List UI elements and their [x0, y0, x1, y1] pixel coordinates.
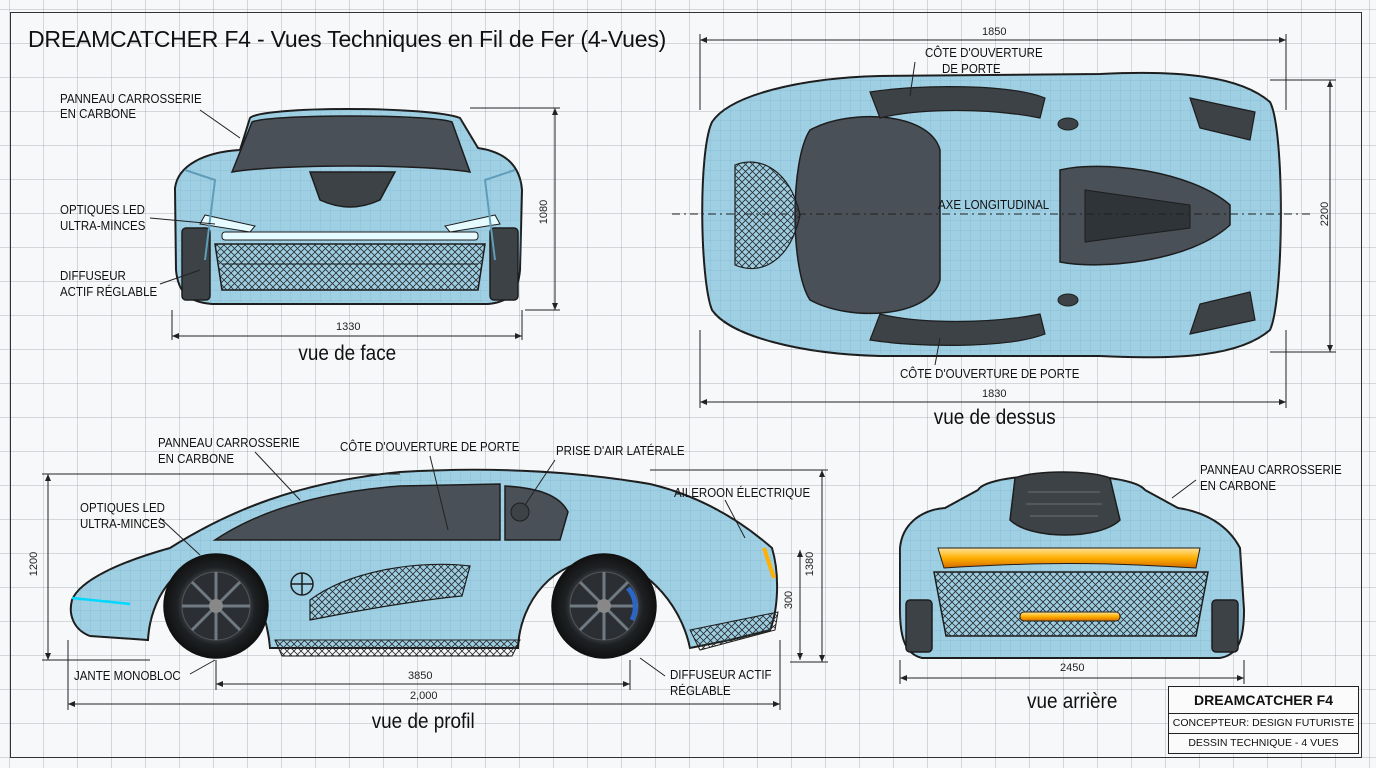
- top-label-door-l2: DE PORTE: [942, 62, 1001, 76]
- side-label-wheel: JANTE MONOBLOC: [74, 669, 181, 683]
- top-label-door-l1: CÔTE D'OUVERTURE: [925, 46, 1043, 60]
- top-dim-top: 1850: [982, 26, 1007, 38]
- front-view-car: [173, 108, 524, 305]
- front-label-led-l2: ULTRA-MINCES: [60, 219, 146, 233]
- front-label-carbon-l1: PANNEAU CARROSSERIE: [60, 92, 202, 106]
- sheet-border: [10, 12, 1362, 758]
- front-label-diffuser-l2: ACTIF RÉGLABLE: [60, 285, 158, 299]
- side-label-wing: AILEROON ÉLECTRIQUE: [674, 486, 811, 500]
- top-label-door-bottom: CÔTE D'OUVERTURE DE PORTE: [900, 367, 1080, 381]
- rear-view-car: [899, 471, 1246, 659]
- side-label-intake: PRISE D'AIR LATÉRALE: [556, 444, 685, 458]
- side-dim-wheelbase: 3850: [408, 670, 433, 682]
- side-label-carbon-l2: EN CARBONE: [158, 452, 235, 466]
- side-dim-height-right: 1380: [804, 551, 817, 577]
- title-block-designer: CONCEPTEUR: DESIGN FUTURISTE: [1169, 714, 1358, 734]
- front-dim-height: 1080: [538, 199, 551, 225]
- rear-label-carbon-l2: EN CARBONE: [1200, 479, 1277, 493]
- front-dim-width: 1330: [336, 321, 361, 333]
- side-view-caption: vue de profil: [371, 710, 475, 733]
- title-block-drawing: DESSIN TECHNIQUE - 4 VUES: [1188, 737, 1339, 749]
- top-view-caption: vue de dessus: [933, 406, 1056, 429]
- title-block: DREAMCATCHER F4 CONCEPTEUR: DESIGN FUTUR…: [1168, 686, 1359, 754]
- side-dim-rear-small: 300: [783, 590, 796, 610]
- front-view-caption: vue de face: [298, 342, 397, 365]
- side-dim-overall: 2,000: [410, 690, 438, 702]
- top-label-axis: AXE LONGITUDINAL: [938, 198, 1050, 212]
- title-block-name: DREAMCATCHER F4: [1169, 687, 1358, 714]
- side-dim-height-left: 1200: [28, 551, 41, 577]
- front-label-led-l1: OPTIQUES LED: [60, 203, 145, 217]
- page-title: DREAMCATCHER F4 - Vues Techniques en Fil…: [28, 26, 667, 52]
- top-view-car: [701, 71, 1282, 359]
- front-wheel: [163, 553, 269, 659]
- top-dim-right: 2200: [1319, 201, 1332, 227]
- front-label-carbon-l2: EN CARBONE: [60, 107, 137, 121]
- front-label-diffuser-l1: DIFFUSEUR: [60, 269, 126, 283]
- side-label-door: CÔTE D'OUVERTURE DE PORTE: [340, 440, 520, 454]
- top-dim-bottom: 1830: [982, 388, 1007, 400]
- rear-dim-width: 2450: [1060, 662, 1085, 674]
- side-label-carbon-l1: PANNEAU CARROSSERIE: [158, 436, 300, 450]
- side-label-diffuser-l2: RÉGLABLE: [670, 684, 731, 698]
- rear-view-caption: vue arrière: [1027, 690, 1118, 713]
- side-label-diffuser-l1: DIFFUSEUR ACTIF: [670, 668, 772, 682]
- side-label-led-l2: ULTRA-MINCES: [80, 517, 166, 531]
- side-view-car: [69, 468, 779, 659]
- side-label-led-l1: OPTIQUES LED: [80, 501, 165, 515]
- rear-wheel: [551, 553, 657, 659]
- rear-label-carbon-l1: PANNEAU CARROSSERIE: [1200, 463, 1342, 477]
